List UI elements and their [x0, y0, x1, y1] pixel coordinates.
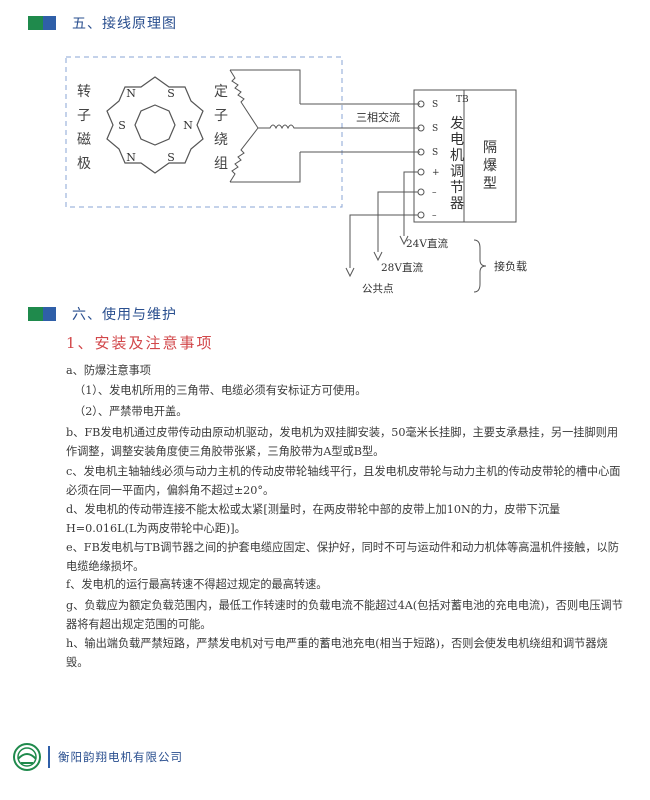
common-point-label: 公共点	[362, 283, 394, 295]
wiring-diagram: 转 子 磁 极 N S N S N S 定 子 绕 组 三相交流 TB	[65, 56, 527, 295]
rotor-label-3: 磁	[77, 132, 91, 148]
item-h: h、输出端负载严禁短路，严禁发电机对亏电严重的蓄电池充电(相当于短路)，否则会使…	[66, 637, 608, 669]
item-a-1: （1）、发电机所用的三角带、电缆必须有安标证方可使用。	[74, 384, 367, 397]
rotor-label-2: 子	[77, 108, 91, 124]
terminal-block: S S S + – –	[417, 100, 440, 221]
explosion-proof-label-3: 型	[483, 176, 497, 192]
item-e: e、FB发电机与TB调节器之间的护套电缆应固定、保护好，同时不可与运动件和动力机…	[66, 541, 619, 573]
explosion-proof-label-2: 爆	[483, 158, 497, 174]
dc-28v-label: 28V直流	[381, 261, 423, 274]
regulator-box	[413, 89, 517, 223]
section-6-heading: 六、使用与维护	[28, 304, 177, 324]
rotor-label-4: 极	[77, 156, 91, 172]
footer: 衡阳韵翔电机有限公司	[12, 742, 183, 772]
stator-label-4: 组	[214, 156, 228, 172]
terminal-minus-2: –	[432, 211, 437, 221]
item-b: b、FB发电机通过皮带传动由原动机驱动，发电机为双挂脚安装，50毫米长挂脚，主要…	[66, 426, 619, 458]
section-5-heading: 五、接线原理图	[28, 13, 177, 33]
section-marker-icon	[28, 16, 56, 30]
company-name: 衡阳韵翔电机有限公司	[58, 750, 183, 764]
terminal-plus: +	[432, 168, 440, 178]
regulator-label-1: 发	[450, 116, 464, 132]
regulator-label-4: 调	[450, 164, 464, 180]
terminal-s-3: S	[432, 148, 438, 158]
regulator-label-2: 电	[450, 132, 464, 148]
item-d: d、发电机的传动带连接不能太松或太紧[测量时，在两皮带轮中部的皮带上加10N的力…	[66, 503, 561, 535]
item-f: f、发电机的运行最高转速不得超过规定的最高转速。	[66, 578, 328, 591]
item-g: g、负载应为额定负载范围内，最低工作转速时的负载电流不能超过4A(包括对蓄电池的…	[66, 599, 623, 631]
output-leads	[345, 171, 487, 293]
section-6-title: 六、使用与维护	[72, 307, 177, 323]
item-a-2: （2）、严禁带电开盖。	[74, 405, 188, 418]
connect-load-label: 接负载	[494, 259, 527, 273]
terminal-s-2: S	[432, 124, 438, 134]
pole-n-1: N	[126, 87, 136, 100]
dc-24v-label: 24V直流	[406, 237, 448, 250]
pole-n-3: N	[126, 151, 136, 164]
company-logo-icon	[13, 743, 41, 771]
stator-label-2: 子	[214, 108, 228, 124]
pole-s-3: S	[118, 119, 126, 132]
stator-label-1: 定	[214, 84, 228, 100]
regulator-label-3: 机	[450, 148, 464, 164]
stator-label-3: 绕	[214, 132, 228, 148]
tb-label: TB	[456, 95, 469, 105]
rotor-poles-icon: N S N S N S	[106, 76, 204, 174]
terminal-s-1: S	[432, 100, 438, 110]
subsection-1-title: 1、安装及注意事项	[66, 334, 214, 352]
stator-winding-icon	[229, 69, 420, 183]
explosion-proof-label-1: 隔	[483, 140, 497, 156]
pole-s-2: S	[167, 151, 175, 164]
regulator-label-5: 节	[450, 180, 464, 196]
pole-n-2: N	[183, 119, 193, 132]
generator-dashed-border	[65, 56, 343, 208]
pole-s-1: S	[167, 87, 175, 100]
terminal-minus-1: –	[432, 188, 437, 198]
regulator-label-6: 器	[450, 196, 464, 212]
section-5-title: 五、接线原理图	[72, 16, 177, 32]
footer-divider	[48, 746, 50, 768]
section-marker-icon	[28, 307, 56, 321]
item-c: c、发电机主轴轴线必须与动力主机的传动皮带轮轴线平行，且发电机皮带轮与动力主机的…	[66, 465, 621, 497]
three-phase-ac-label: 三相交流	[356, 110, 400, 124]
item-a: a、防爆注意事项	[66, 364, 151, 377]
rotor-label-1: 转	[77, 84, 91, 100]
